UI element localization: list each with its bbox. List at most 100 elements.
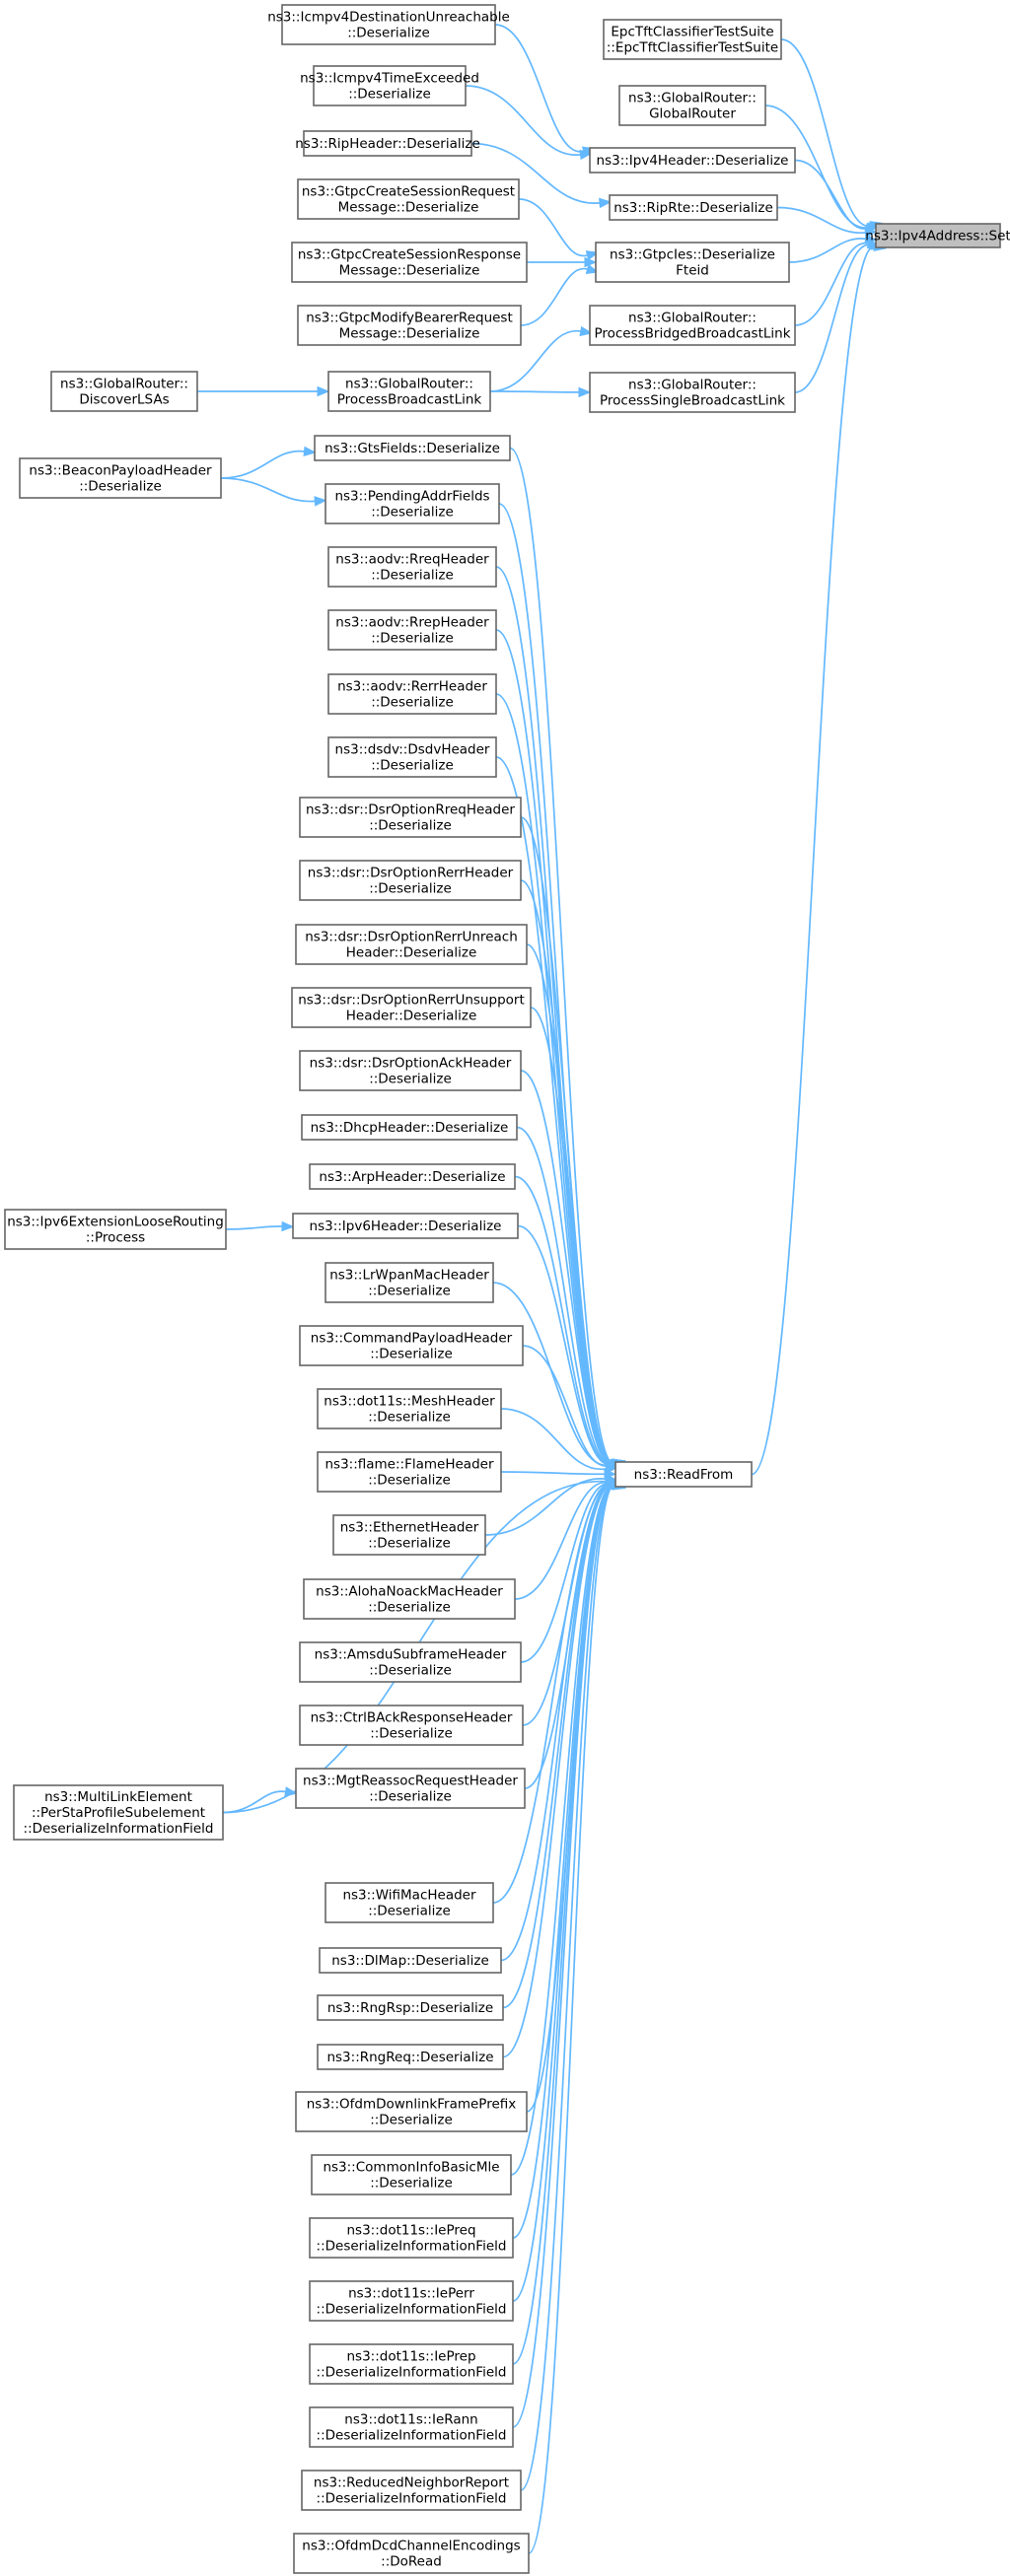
node-box <box>50 371 198 412</box>
node-ns3-dsr-dsroptionrerrunsupport-header-deserialize[interactable]: ns3::dsr::DsrOptionRerrUnsupportHeader::… <box>291 987 532 1028</box>
node-box <box>327 673 497 715</box>
node-ns3-amsdusubframeheader-deserialize[interactable]: ns3::AmsduSubframeHeader::Deserialize <box>299 1641 522 1683</box>
node-ns3-wifimacheader-deserialize[interactable]: ns3::WifiMacHeader::Deserialize <box>325 1882 494 1923</box>
node-ns3-dsr-dsroptionrreqheader-deserialize[interactable]: ns3::dsr::DsrOptionRreqHeader::Deseriali… <box>299 797 522 838</box>
node-label-line: ns3::OfdmDownlinkFramePrefix <box>307 2097 517 2113</box>
node-ns3-globalrouter-globalrouter[interactable]: ns3::GlobalRouter::GlobalRouter <box>618 85 766 126</box>
node-ns3-dot11s-ieprep-deserializeinformationfield[interactable]: ns3::dot11s::IePrep::DeserializeInformat… <box>309 2343 514 2385</box>
node-box <box>327 609 497 651</box>
node-ns3-dsr-dsroptionrerrunreach-header-deserialize[interactable]: ns3::dsr::DsrOptionRerrUnreachHeader::De… <box>295 924 528 965</box>
node-label-line: ::Deserialize <box>371 568 454 584</box>
node-ns3-beaconpayloadheader-deserialize[interactable]: ns3::BeaconPayloadHeader::Deserialize <box>19 457 222 499</box>
node-ns3-alohanoackmacheader-deserialize[interactable]: ns3::AlohaNoackMacHeader::Deserialize <box>303 1578 516 1620</box>
node-ns3-ripheader-deserialize[interactable]: ns3::RipHeader::Deserialize <box>295 130 480 157</box>
node-ns3-dsr-dsroptionrerrheader-deserialize[interactable]: ns3::dsr::DsrOptionRerrHeader::Deseriali… <box>299 860 522 901</box>
node-label-line: ns3::CommandPayloadHeader <box>311 1331 513 1347</box>
node-ns3-ipv4address-set[interactable]: ns3::Ipv4Address::Set <box>865 223 1010 248</box>
node-ns3-arpheader-deserialize[interactable]: ns3::ArpHeader::Deserialize <box>309 1163 516 1190</box>
node-ns3-dot11s-ieperr-deserializeinformationfield[interactable]: ns3::dot11s::IePerr::DeserializeInformat… <box>309 2280 514 2322</box>
node-label-line: ::DeserializeInformationField <box>24 1821 214 1837</box>
node-label-line: ns3::aodv::RerrHeader <box>337 679 487 695</box>
arrowhead-discover-to-procbcast <box>317 385 330 397</box>
edge-gtpmodify-to-gtpcfteid <box>520 267 588 326</box>
node-box <box>291 242 528 283</box>
node-label-line: ::Deserialize <box>370 2113 453 2128</box>
node-label-line: ns3::PendingAddrFields <box>334 489 489 505</box>
node-ns3-dlmap-deserialize[interactable]: ns3::DlMap::Deserialize <box>319 1947 502 1974</box>
node-ns3-pendingaddrfields-deserialize[interactable]: ns3::PendingAddrFields::Deserialize <box>325 483 500 524</box>
node-box <box>299 797 522 838</box>
node-label-line: ns3::dot11s::IePrep <box>346 2349 475 2365</box>
node-ns3-globalrouter-discoverlsas[interactable]: ns3::GlobalRouter::DiscoverLSAs <box>50 371 198 412</box>
node-ns3-aodv-rerrheader-deserialize[interactable]: ns3::aodv::RerrHeader::Deserialize <box>327 673 497 715</box>
node-ns3-ipv6extensionlooserouting-process[interactable]: ns3::Ipv6ExtensionLooseRouting::Process <box>4 1209 227 1250</box>
edge-gtpcreq-to-gtpcfteid <box>518 198 588 257</box>
node-label-line: ::Deserialize <box>348 87 431 103</box>
node-ns3-dhcpheader-deserialize[interactable]: ns3::DhcpHeader::Deserialize <box>301 1114 518 1141</box>
node-label-line: ns3::dsr::DsrOptionRreqHeader <box>306 802 515 818</box>
node-ns3-dot11s-ierann-deserializeinformationfield[interactable]: ns3::dot11s::IeRann::DeserializeInformat… <box>309 2406 514 2448</box>
node-ns3-aodv-rreqheader-deserialize[interactable]: ns3::aodv::RreqHeader::Deserialize <box>327 546 497 588</box>
node-ns3-dsdv-dsdvheader-deserialize[interactable]: ns3::dsdv::DsdvHeader::Deserialize <box>327 736 497 778</box>
node-label-line: ns3::CtrlBAckResponseHeader <box>311 1710 513 1726</box>
node-box <box>327 371 491 412</box>
node-ns3-globalrouter-processsinglebroadcastlink[interactable]: ns3::GlobalRouter::ProcessSingleBroadcas… <box>589 372 796 413</box>
node-label-line: ns3::AlohaNoackMacHeader <box>316 1584 503 1600</box>
node-ns3-icmpv4timeexceeded-deserialize[interactable]: ns3::Icmpv4TimeExceeded::Deserialize <box>300 65 479 106</box>
node-ns3-ethernetheader-deserialize[interactable]: ns3::EthernetHeader::Deserialize <box>332 1514 486 1556</box>
node-label-line: ::Deserialize <box>347 26 430 41</box>
node-label-line: ::Deserialize <box>370 1726 453 1742</box>
arrowhead-gtpcresp-to-gtpcfteid <box>584 256 598 268</box>
node-ns3-ofdmdcdchannelencodings-doread[interactable]: ns3::OfdmDcdChannelEncodings::DoRead <box>293 2533 530 2574</box>
node-ns3-dot11s-iepreq-deserializeinformationfield[interactable]: ns3::dot11s::IePreq::DeserializeInformat… <box>309 2217 514 2259</box>
node-ns3-gtsfields-deserialize[interactable]: ns3::GtsFields::Deserialize <box>314 435 511 461</box>
node-ns3-aodv-rrepheader-deserialize[interactable]: ns3::aodv::RrepHeader::Deserialize <box>327 609 497 651</box>
node-box <box>595 242 790 283</box>
node-box <box>325 483 500 524</box>
node-ns3-commandpayloadheader-deserialize[interactable]: ns3::CommandPayloadHeader::Deserialize <box>299 1325 524 1366</box>
node-ns3-globalrouter-processbridgedbroadcastlink[interactable]: ns3::GlobalRouter::ProcessBridgedBroadca… <box>589 305 796 346</box>
node-box <box>309 2280 514 2322</box>
node-label-line: ns3::GtsFields::Deserialize <box>325 441 500 456</box>
node-ns3-readfrom[interactable]: ns3::ReadFrom <box>614 1461 753 1488</box>
node-ns3-gtpccreatesessionresponse-message-deserialize[interactable]: ns3::GtpcCreateSessionResponseMessage::D… <box>291 242 528 283</box>
node-ns3-mgtreassocrequestheader-deserialize[interactable]: ns3::MgtReassocRequestHeader::Deserializ… <box>295 1768 526 1809</box>
node-ns3-icmpv4destinationunreachable-deserialize[interactable]: ns3::Icmpv4DestinationUnreachable::Deser… <box>267 4 510 45</box>
node-label-line: Header::Deserialize <box>346 1009 477 1024</box>
edge-readfrom-to-set <box>751 245 876 1476</box>
node-ns3-rngreq-deserialize[interactable]: ns3::RngReq::Deserialize <box>317 2044 504 2070</box>
node-box <box>299 860 522 901</box>
node-ns3-gtpccreatesessionrequest-message-deserialize[interactable]: ns3::GtpcCreateSessionRequestMessage::De… <box>297 178 520 220</box>
node-ns3-ipv6header-deserialize[interactable]: ns3::Ipv6Header::Deserialize <box>292 1213 519 1239</box>
arrowhead-icmptime-to-ipv4hdr <box>579 149 593 161</box>
node-ns3-ofdmdownlinkframeprefix-deserialize[interactable]: ns3::OfdmDownlinkFramePrefix::Deserializ… <box>295 2091 528 2132</box>
edge-bridged-to-set <box>794 243 869 326</box>
node-ns3-multilinkelement-perstaprofilesubelement-deserializeinformationfield[interactable]: ns3::MultiLinkElement::PerStaProfileSube… <box>13 1784 224 1841</box>
node-ns3-reducedneighborreport-deserializeinformationfield[interactable]: ns3::ReducedNeighborReport::DeserializeI… <box>301 2470 522 2511</box>
node-box <box>332 1514 486 1556</box>
edge-beacon-to-gts <box>220 450 305 479</box>
node-ns3-riprte-deserialize[interactable]: ns3::RipRte::Deserialize <box>609 194 778 221</box>
node-ns3-commoninfobasicmle-deserialize[interactable]: ns3::CommonInfoBasicMle::Deserialize <box>311 2154 512 2195</box>
node-ns3-ctrlbackresponseheader-deserialize[interactable]: ns3::CtrlBAckResponseHeader::Deserialize <box>299 1705 524 1746</box>
node-ns3-globalrouter-processbroadcastlink[interactable]: ns3::GlobalRouter::ProcessBroadcastLink <box>327 371 491 412</box>
node-label-line: ns3::GlobalRouter:: <box>345 377 473 392</box>
node-ns3-gtpcmodifybearerrequest-message-deserialize[interactable]: ns3::GtpcModifyBearerRequestMessage::Des… <box>297 305 522 346</box>
node-label-line: ::Deserialize <box>368 1904 451 1919</box>
node-ns3-lrwpanmacheader-deserialize[interactable]: ns3::LrWpanMacHeader::Deserialize <box>325 1262 494 1303</box>
node-epctftclassifiertestsuite-epctftclassifiertestsuite[interactable]: EpcTftClassifierTestSuite::EpcTftClassif… <box>603 19 782 60</box>
node-ns3-dot11s-meshheader-deserialize[interactable]: ns3::dot11s::MeshHeader::Deserialize <box>317 1388 502 1429</box>
edge-wifimac-to-readfrom <box>492 1484 613 1904</box>
node-box <box>309 2406 514 2448</box>
node-box <box>313 65 467 106</box>
node-ns3-rngrsp-deserialize[interactable]: ns3::RngRsp::Deserialize <box>317 1994 504 2021</box>
node-ns3-flame-flameheader-deserialize[interactable]: ns3::flame::FlameHeader::Deserialize <box>317 1451 502 1493</box>
node-box <box>589 147 796 174</box>
node-box <box>295 2091 528 2132</box>
node-ns3-dsr-dsroptionackheader-deserialize[interactable]: ns3::dsr::DsrOptionAckHeader::Deserializ… <box>299 1050 522 1091</box>
node-box <box>317 1451 502 1493</box>
node-ns3-ipv4header-deserialize[interactable]: ns3::Ipv4Header::Deserialize <box>589 147 796 174</box>
node-label-line: ::Deserialize <box>371 758 454 774</box>
edge-cmdpayload-to-readfrom <box>522 1345 610 1467</box>
